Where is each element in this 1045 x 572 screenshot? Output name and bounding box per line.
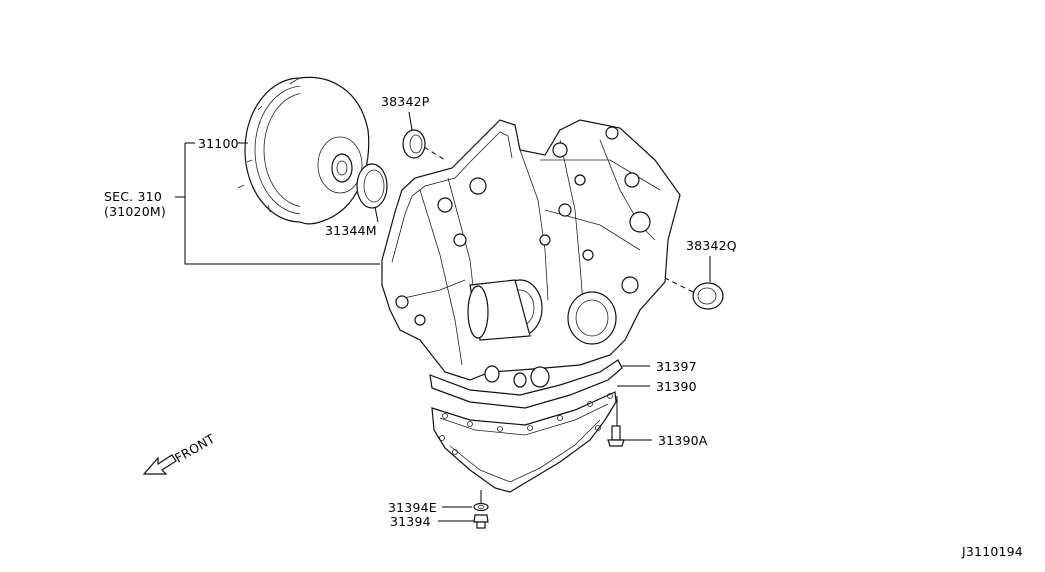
label-sec-310: SEC. 310 [104,189,162,204]
diagram-id: J3110194 [961,544,1023,559]
drain-plug-31394[interactable] [473,514,489,529]
transmission-case[interactable] [381,119,681,388]
gasket-31397[interactable] [429,359,623,409]
seal-38342q[interactable] [664,277,724,310]
bolt-31390a[interactable] [607,425,625,447]
label-31390: 31390 [656,379,697,394]
label-31397: 31397 [656,359,697,374]
label-31344m: 31344M [325,223,377,238]
label-31394e: 31394E [388,500,437,515]
front-arrow [142,454,177,475]
label-31390a: 31390A [658,433,708,448]
oil-pan-31390[interactable] [431,391,617,493]
torque-converter[interactable] [237,76,370,225]
label-front: FRONT [172,431,217,466]
label-31394: 31394 [390,514,431,529]
label-38342q: 38342Q [686,238,737,253]
seal-38342p[interactable] [402,129,446,161]
label-38342p: 38342P [381,94,430,109]
seal-31344m[interactable] [356,163,388,209]
washer-31394e[interactable] [473,502,489,512]
label-31100: 31100 [198,136,239,151]
leader-lines [175,111,711,522]
label-31020m: (31020M) [104,204,166,219]
